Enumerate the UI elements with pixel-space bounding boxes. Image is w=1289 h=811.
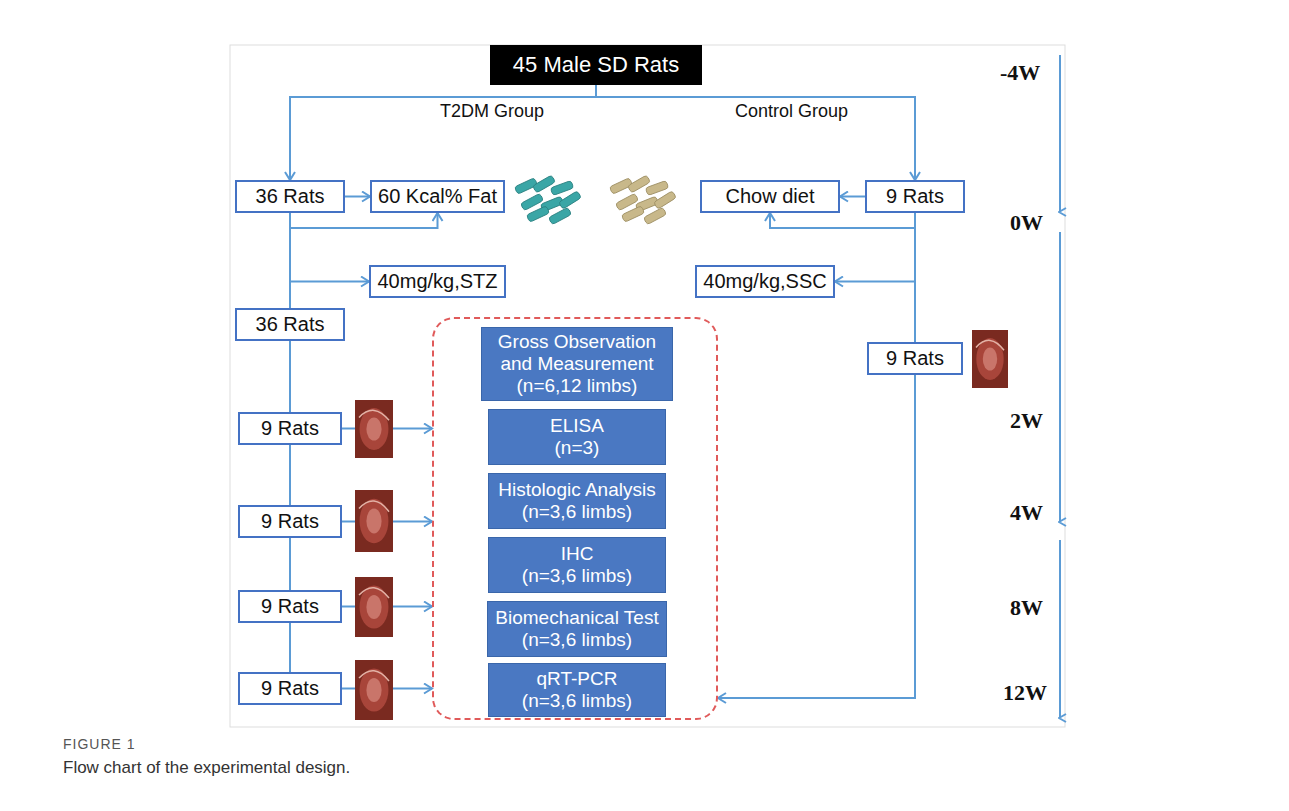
group-box: Chow diet — [700, 180, 840, 213]
time-label: 0W — [1010, 210, 1043, 236]
analysis-box: ELISA(n=3) — [488, 409, 666, 465]
frame-border — [230, 45, 1065, 727]
time-axis — [1059, 55, 1061, 718]
group-box: 9 Rats — [867, 342, 963, 375]
sample-size: (n=3,6 limbs) — [522, 565, 632, 587]
time-label: -4W — [1000, 60, 1040, 86]
group-box: 9 Rats — [865, 180, 965, 213]
flow-connector — [290, 213, 369, 282]
tissue-photo — [355, 400, 393, 458]
analysis-box: Gross Observation and Measurement(n=6,12… — [481, 327, 673, 401]
tissue-photo — [972, 330, 1008, 388]
box-text: IHC — [561, 543, 594, 565]
group-label: T2DM Group — [440, 101, 544, 122]
figure-number: FIGURE 1 — [63, 736, 136, 752]
sample-size: (n=3,6 limbs) — [522, 501, 632, 523]
flow-connector — [289, 538, 291, 590]
box-text: 9 Rats — [261, 417, 319, 440]
box-text: 36 Rats — [256, 185, 325, 208]
time-label: 12W — [1003, 680, 1047, 706]
tissue-photo — [355, 490, 393, 552]
group-box: 9 Rats — [238, 672, 342, 705]
sample-size: (n=6,12 limbs) — [517, 375, 638, 397]
flow-connector — [289, 445, 291, 505]
box-text: Gross Observation and Measurement — [482, 331, 672, 375]
box-text: 9 Rats — [886, 185, 944, 208]
flow-connector — [914, 213, 916, 342]
box-text: qRT-PCR — [537, 668, 618, 690]
box-text: Biomechanical Test — [495, 607, 658, 629]
box-text: Histologic Analysis — [498, 479, 655, 501]
time-label: 8W — [1010, 595, 1043, 621]
group-box: 9 Rats — [238, 505, 342, 538]
analysis-box: IHC(n=3,6 limbs) — [488, 537, 666, 593]
time-label: 4W — [1010, 500, 1043, 526]
group-box: 9 Rats — [238, 590, 342, 623]
box-text: 9 Rats — [886, 347, 944, 370]
box-text: 40mg/kg,SSC — [703, 270, 826, 293]
box-text: 36 Rats — [256, 313, 325, 336]
box-text: 40mg/kg,STZ — [377, 270, 497, 293]
flow-connector — [840, 196, 865, 198]
sample-size: (n=3) — [555, 437, 600, 459]
box-text: 9 Rats — [261, 677, 319, 700]
flow-connector — [345, 196, 370, 198]
box-text: ELISA — [550, 415, 604, 437]
flow-connector — [718, 375, 915, 698]
group-label: Control Group — [735, 101, 848, 122]
group-box: 60 Kcal% Fat — [370, 180, 505, 213]
flow-connector — [835, 213, 915, 282]
analysis-box: qRT-PCR(n=3,6 limbs) — [488, 663, 666, 717]
flow-connector — [289, 341, 291, 412]
group-box: 9 Rats — [238, 412, 342, 445]
tissue-photo — [355, 577, 393, 637]
source-box: 45 Male SD Rats — [490, 45, 702, 85]
flow-connector — [596, 85, 915, 180]
group-box: 36 Rats — [235, 180, 345, 213]
diet-pellets — [514, 175, 581, 225]
box-text: Chow diet — [726, 185, 815, 208]
box-text: 9 Rats — [261, 510, 319, 533]
flow-connector — [290, 213, 438, 228]
sample-size: (n=3,6 limbs) — [522, 690, 632, 712]
group-box: 40mg/kg,SSC — [695, 265, 835, 298]
flow-connector — [289, 213, 291, 308]
analysis-group: Gross Observation and Measurement(n=6,12… — [432, 317, 718, 720]
figure-caption: Flow chart of the experimental design. — [63, 758, 350, 778]
flow-connector — [290, 85, 596, 180]
box-text: 9 Rats — [261, 595, 319, 618]
analysis-box: Histologic Analysis(n=3,6 limbs) — [488, 473, 666, 529]
group-box: 36 Rats — [235, 308, 345, 341]
box-text: 45 Male SD Rats — [513, 52, 679, 77]
tissue-photo — [355, 660, 393, 720]
flow-connector — [289, 623, 291, 672]
time-label: 2W — [1010, 408, 1043, 434]
sample-size: (n=3,6 limbs) — [522, 629, 632, 651]
analysis-box: Biomechanical Test(n=3,6 limbs) — [487, 601, 667, 657]
group-box: 40mg/kg,STZ — [369, 265, 506, 298]
box-text: 60 Kcal% Fat — [378, 185, 497, 208]
flow-connector — [770, 213, 915, 228]
diet-pellets — [609, 175, 676, 225]
